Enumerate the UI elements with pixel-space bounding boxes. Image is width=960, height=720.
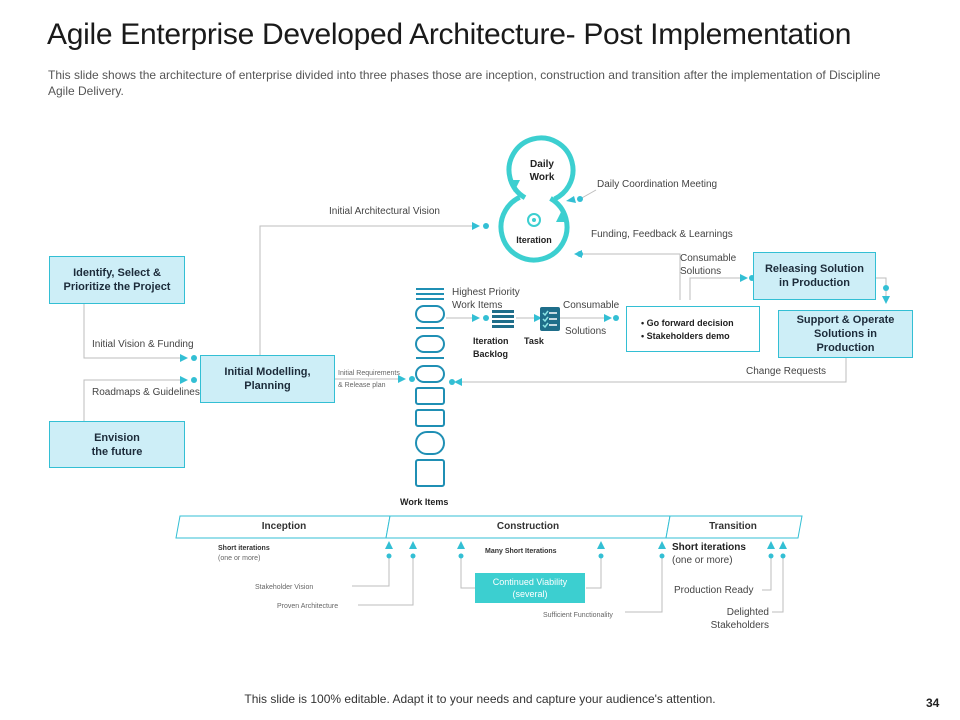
stakeholder-vision-label: Stakeholder Vision: [255, 584, 314, 591]
inception-short-iterations: Short iterations (one or more): [218, 544, 270, 564]
daily-work-label: Daily Work: [520, 158, 564, 184]
delighted-stakeholders-label: Delighted Stakeholders: [700, 606, 769, 632]
phase-inception: Inception: [261, 521, 307, 532]
highest-priority-line-2: Work Items: [452, 300, 503, 311]
identify-line-1: Identify, Select &: [73, 267, 161, 279]
initial-requirements-label: Initial Requirements & Release plan: [338, 368, 400, 392]
modelling-line-2: Planning: [244, 380, 291, 392]
initial-req-line-2: & Release plan: [338, 382, 386, 389]
page-number: 34: [926, 696, 940, 710]
phase-construction: Construction: [496, 521, 560, 532]
proven-architecture-label: Proven Architecture: [277, 603, 339, 610]
daily-work-line-2: Work: [529, 172, 555, 183]
backlog-line-1: Iteration: [473, 336, 509, 346]
continued-viability-line-2: (several): [512, 589, 548, 599]
consumable-solutions-top-label: Consumable Solutions: [680, 252, 736, 278]
phase-transition: Transition: [709, 521, 757, 532]
iteration-backlog-label: Iteration Backlog: [473, 335, 509, 361]
transition-short-iterations: Short iterations (one or more): [672, 541, 746, 567]
modelling-line-1: Initial Modelling,: [224, 366, 311, 378]
funding-feedback-label: Funding, Feedback & Learnings: [591, 229, 733, 240]
work-items-label: Work Items: [400, 497, 449, 507]
transition-short-line-1: Short iterations: [672, 542, 746, 553]
releasing-solution-box: Releasing Solution in Production: [753, 252, 876, 300]
identify-project-box: Identify, Select & Prioritize the Project: [49, 256, 185, 304]
delighted-line-2: Stakeholders: [710, 620, 769, 631]
decision-box: Go forward decision Stakeholders demo: [626, 306, 760, 352]
releasing-line-2: in Production: [779, 277, 850, 289]
envision-line-2: the future: [91, 445, 143, 458]
inception-short-line-1: Short iterations: [218, 545, 270, 552]
decision-item-1: Go forward decision: [641, 317, 759, 330]
continued-viability-box: Continued Viability (several): [475, 573, 585, 603]
initial-architectural-vision-label: Initial Architectural Vision: [329, 206, 440, 217]
solutions-label: Solutions: [565, 326, 607, 337]
change-requests-label: Change Requests: [746, 366, 827, 377]
transition-short-line-2: (one or more): [672, 555, 733, 566]
support-line-1: Support & Operate: [796, 314, 895, 326]
footer-note: This slide is 100% editable. Adapt it to…: [244, 692, 716, 706]
decision-item-2: Stakeholders demo: [641, 330, 759, 343]
sufficient-functionality-label: Sufficient Functionality: [543, 612, 613, 619]
page-subtitle: This slide shows the architecture of ent…: [48, 68, 881, 98]
daily-coordination-label: Daily Coordination Meeting: [597, 179, 718, 190]
releasing-line-1: Releasing Solution: [764, 263, 864, 275]
initial-req-line-1: Initial Requirements: [338, 370, 400, 377]
support-line-2: Solutions in Production: [814, 328, 877, 354]
highest-priority-line-1: Highest Priority: [452, 287, 520, 298]
initial-modelling-box: Initial Modelling, Planning: [200, 355, 335, 403]
consumable-label: Consumable: [563, 300, 620, 311]
production-ready-label: Production Ready: [674, 585, 754, 596]
inception-short-line-2: (one or more): [218, 555, 261, 562]
initial-vision-funding-label: Initial Vision & Funding: [92, 339, 194, 350]
continued-viability-line-1: Continued Viability: [492, 577, 568, 587]
daily-work-line-1: Daily: [530, 159, 554, 170]
consumable-top-line-2: Solutions: [680, 266, 722, 277]
iteration-label: Iteration: [516, 235, 552, 245]
envision-line-1: Envision: [94, 431, 140, 444]
roadmaps-guidelines-label: Roadmaps & Guidelines: [92, 387, 200, 398]
many-short-iterations: Many Short Iterations: [485, 548, 557, 555]
identify-line-2: Prioritize the Project: [63, 281, 171, 293]
highest-priority-label: Highest Priority Work Items: [452, 286, 520, 312]
backlog-line-2: Backlog: [473, 349, 509, 359]
page-title: Agile Enterprise Developed Architecture-…: [47, 18, 852, 51]
consumable-top-line-1: Consumable: [680, 253, 737, 264]
task-label: Task: [524, 336, 544, 346]
delighted-line-1: Delighted: [726, 607, 769, 618]
